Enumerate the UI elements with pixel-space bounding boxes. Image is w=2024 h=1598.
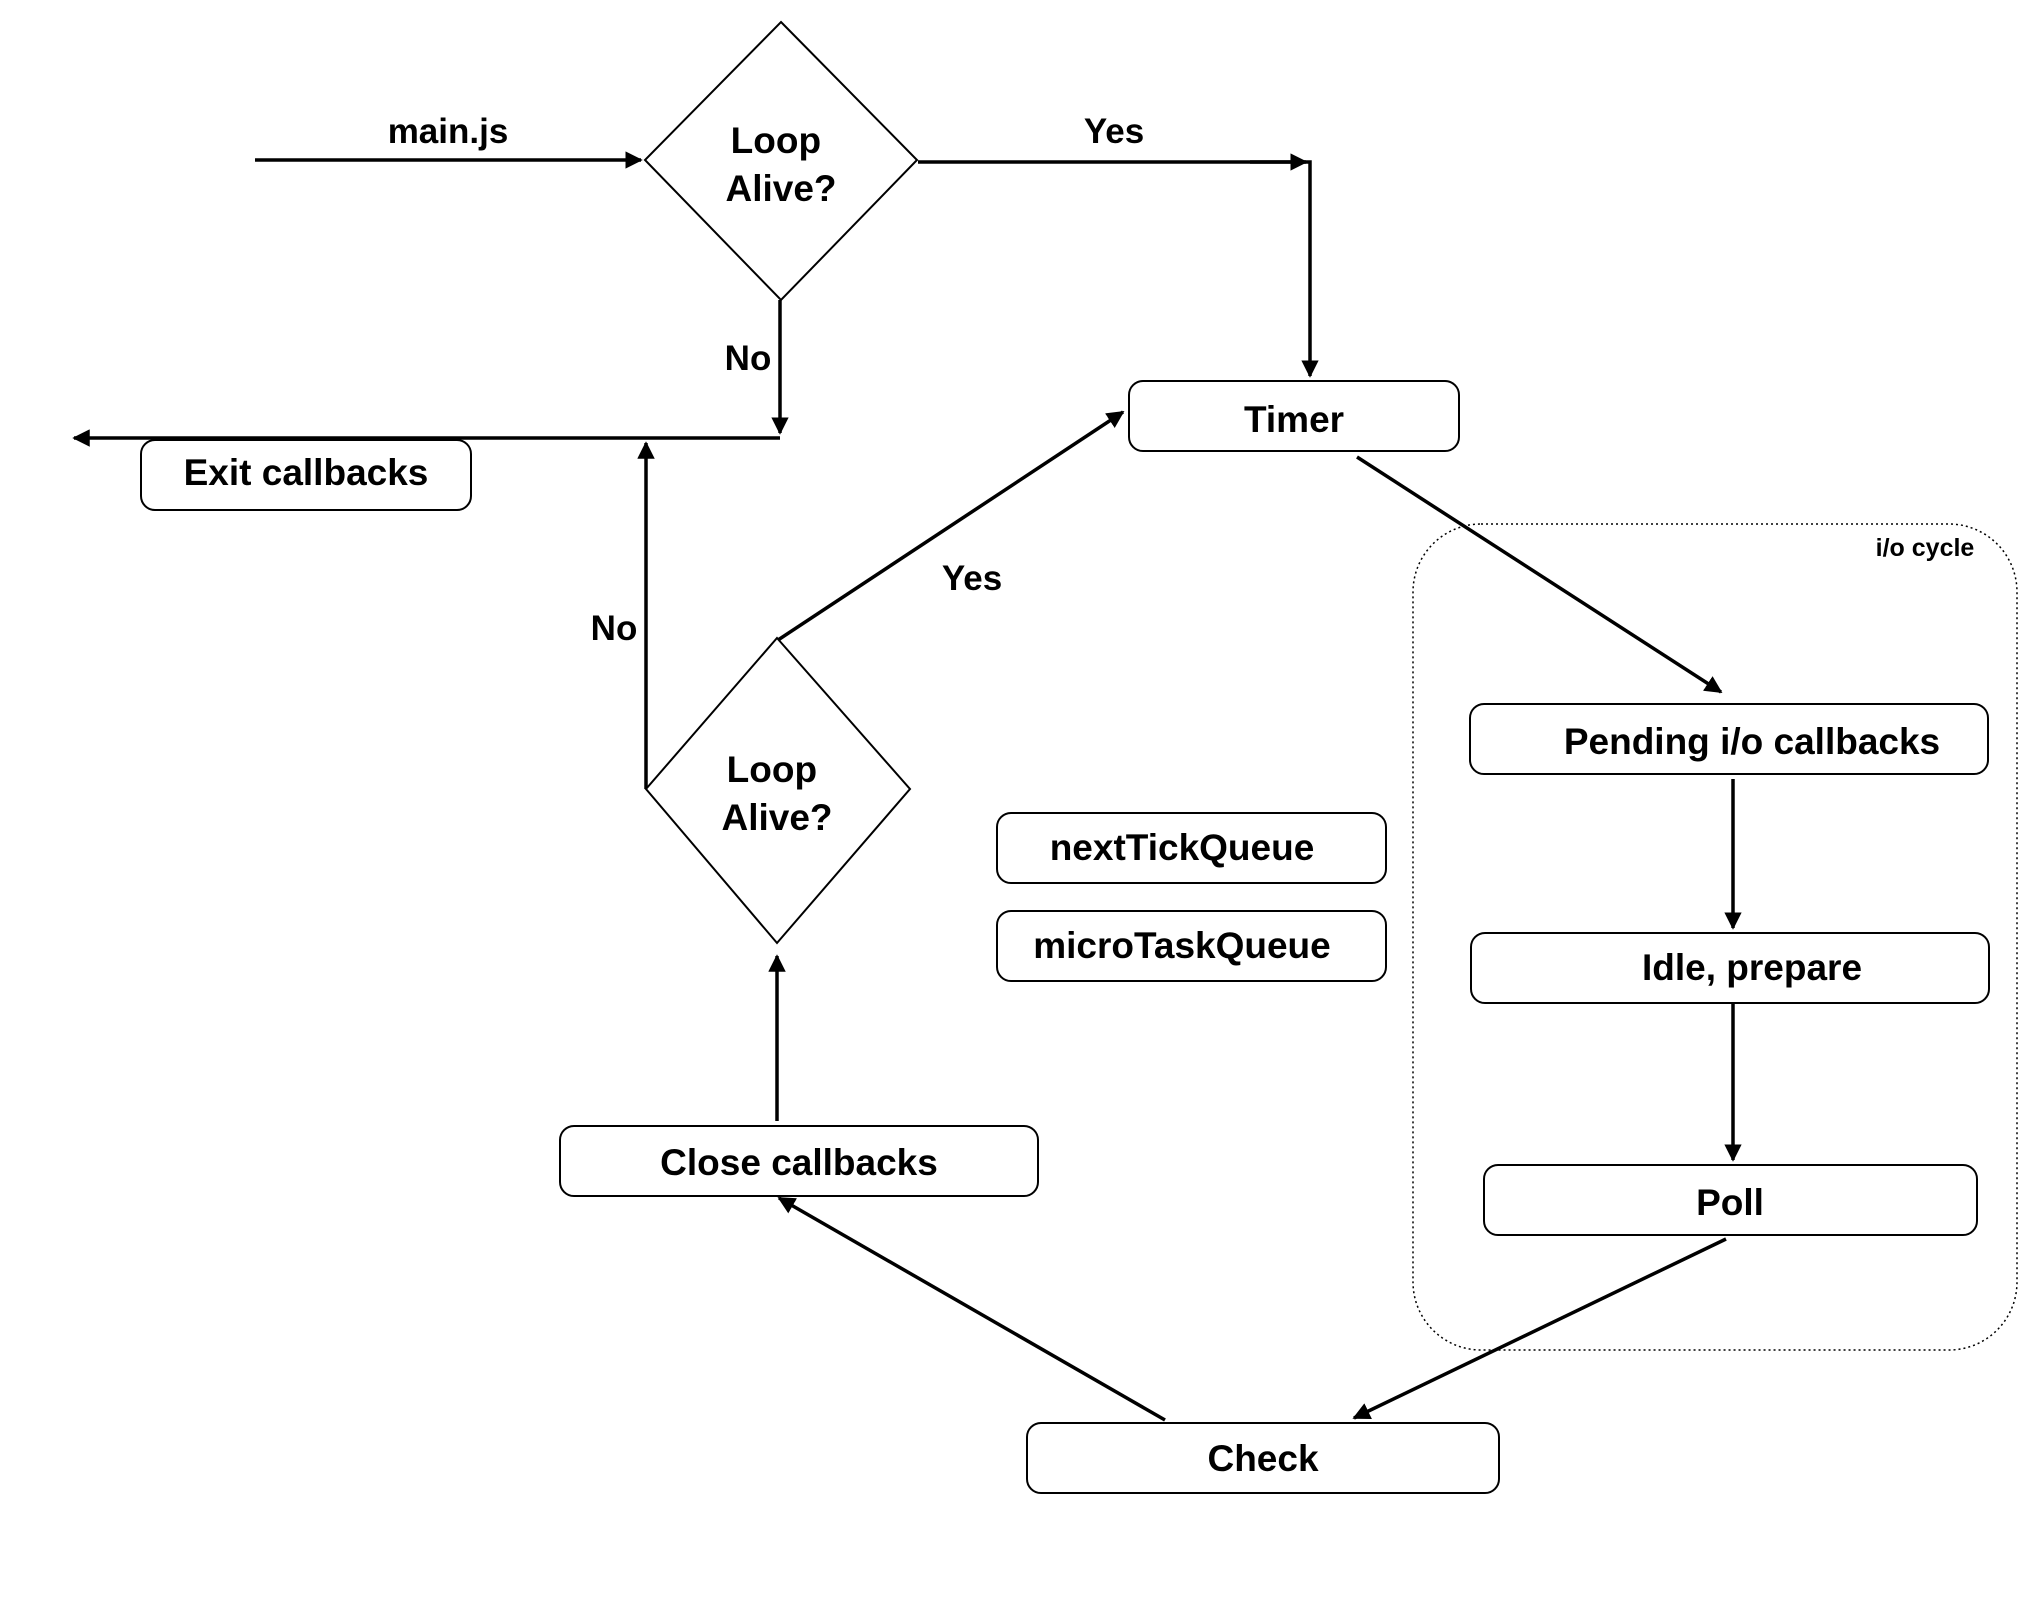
edge-timer-to-pending <box>1356 455 1723 694</box>
micro-task-queue-label: microTaskQueue <box>1033 925 1330 966</box>
main-js-label: main.js <box>388 112 509 151</box>
timer-label: Timer <box>1244 399 1344 440</box>
io-cycle-group <box>1412 523 2018 1351</box>
pending-io-box <box>1469 703 1989 775</box>
edge-loop-top-yes-to-timer <box>918 160 1319 378</box>
close-callbacks-box <box>559 1125 1039 1197</box>
loop-alive-bottom-line1: Loop <box>727 749 817 790</box>
yes-top-label: Yes <box>1084 112 1144 151</box>
check-box <box>1026 1422 1500 1494</box>
close-callbacks-label: Close callbacks <box>660 1142 938 1183</box>
poll-label: Poll <box>1696 1182 1764 1223</box>
loop-alive-top-line2: Alive? <box>725 168 836 209</box>
idle-prepare-label: Idle, prepare <box>1642 947 1862 988</box>
no-bottom-label: No <box>591 609 638 648</box>
exit-callbacks-label: Exit callbacks <box>184 452 429 493</box>
next-tick-queue-label: nextTickQueue <box>1050 827 1315 868</box>
timer-box <box>1128 380 1460 452</box>
loop-alive-bottom-diamond <box>644 636 912 945</box>
pending-io-label: Pending i/o callbacks <box>1564 721 1940 762</box>
loop-alive-top-label: Loop Alive? <box>725 120 836 209</box>
loop-alive-top-diamond <box>643 20 919 302</box>
edge-loop-bottom-yes-to-timer <box>777 410 1125 642</box>
poll-box <box>1483 1164 1978 1236</box>
loop-alive-bottom-label: Loop Alive? <box>721 749 832 838</box>
next-tick-queue-box <box>996 812 1387 884</box>
yes-bottom-label: Yes <box>942 559 1002 598</box>
micro-task-queue-box <box>996 910 1387 982</box>
no-top-label: No <box>725 339 772 378</box>
exit-callbacks-box <box>140 439 472 511</box>
io-cycle-label: i/o cycle <box>1876 534 1975 562</box>
edge-check-to-close <box>777 1196 1166 1422</box>
loop-alive-bottom-line2: Alive? <box>721 797 832 838</box>
check-label: Check <box>1207 1438 1318 1479</box>
loop-alive-top-line1: Loop <box>731 120 821 161</box>
edge-poll-to-check <box>1352 1237 1727 1420</box>
idle-prepare-box <box>1470 932 1990 1004</box>
